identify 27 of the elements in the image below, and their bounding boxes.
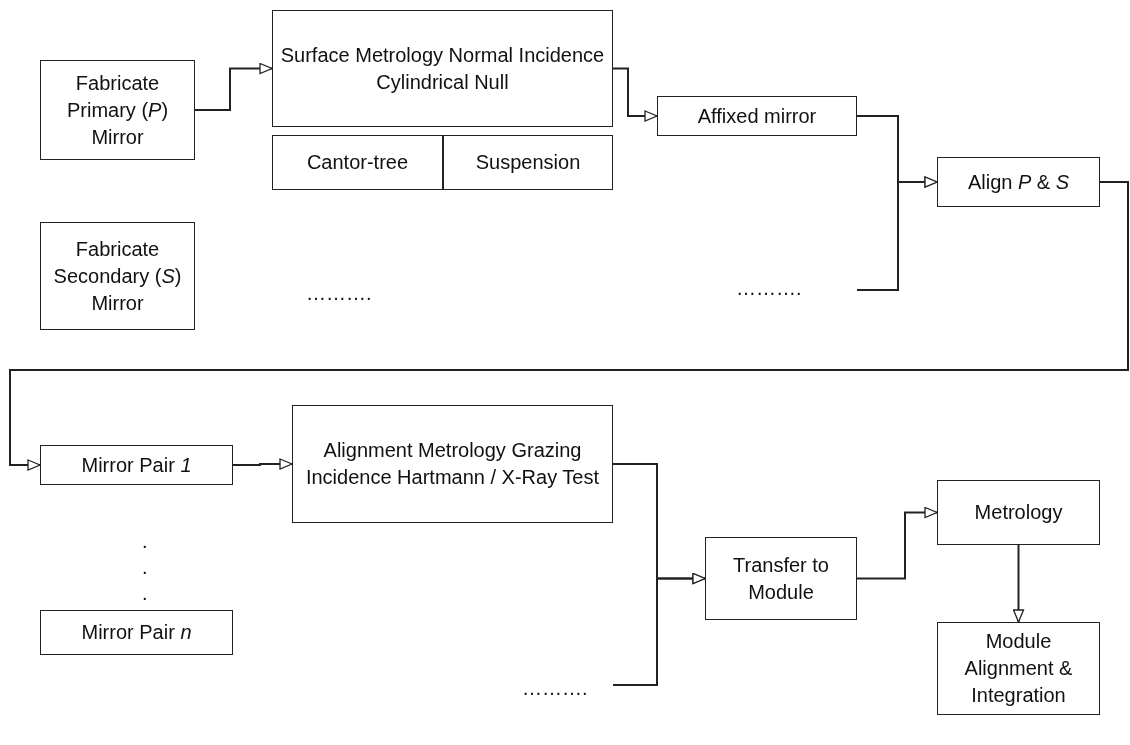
ellipsis-mark: . — [142, 556, 148, 579]
process-box: Fabricate Secondary (S) Mirror — [40, 222, 195, 330]
process-box: Alignment Metrology Grazing Incidence Hartmann / X-Ray Test — [292, 405, 613, 523]
process-box: Module Alignment & Integration — [937, 622, 1100, 715]
process-box: Suspension — [443, 135, 613, 190]
ellipsis-mark: ………. — [736, 277, 802, 300]
ellipsis-mark: ………. — [522, 677, 588, 700]
ellipsis-mark: . — [142, 582, 148, 605]
process-box: Affixed mirror — [657, 96, 857, 136]
process-box: Mirror Pair n — [40, 610, 233, 655]
ellipsis-mark: . — [142, 530, 148, 553]
process-box: Mirror Pair 1 — [40, 445, 233, 485]
process-box: Fabricate Primary (P) Mirror — [40, 60, 195, 160]
connector-arrow — [856, 176, 938, 291]
ellipsis-mark: ………. — [306, 282, 372, 305]
connector-arrow — [1012, 544, 1025, 623]
process-box: Transfer to Module — [705, 537, 857, 620]
connector-arrow — [612, 572, 706, 686]
process-box: Surface Metrology Normal Incidence Cylindrical Null — [272, 10, 613, 127]
connector-arrow — [232, 458, 293, 470]
connector-arrow — [194, 62, 273, 111]
process-box: Metrology — [937, 480, 1100, 545]
process-box: Align P & S — [937, 157, 1100, 207]
connector-arrow — [612, 67, 658, 122]
connector-arrow — [9, 181, 1129, 471]
process-box: Cantor-tree — [272, 135, 443, 190]
connector-arrow — [856, 506, 938, 580]
